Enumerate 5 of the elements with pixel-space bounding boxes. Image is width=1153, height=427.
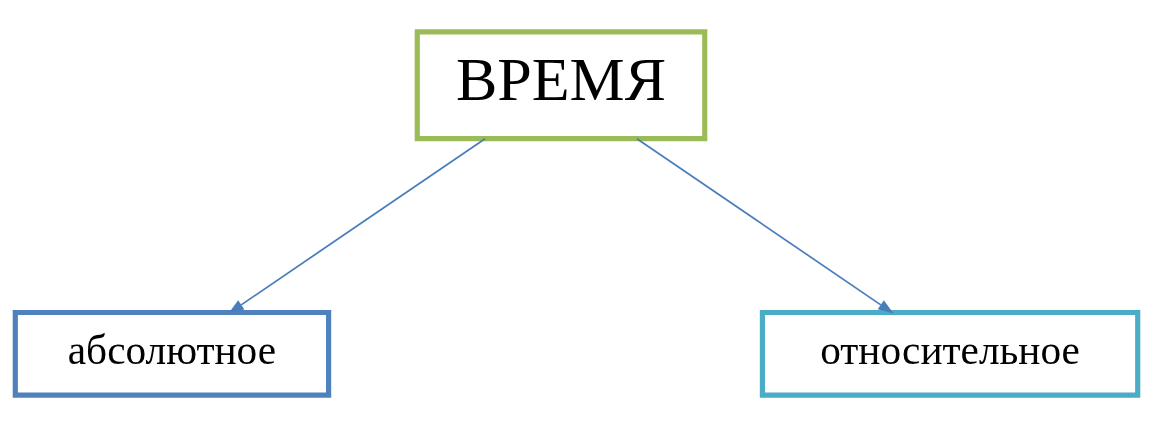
arrow: [636, 137, 894, 314]
node-box: абсолютное: [12, 309, 332, 398]
node-box: ВРЕМЯ: [414, 29, 708, 142]
arrow: [228, 137, 486, 314]
node-box: относительное: [759, 309, 1141, 398]
